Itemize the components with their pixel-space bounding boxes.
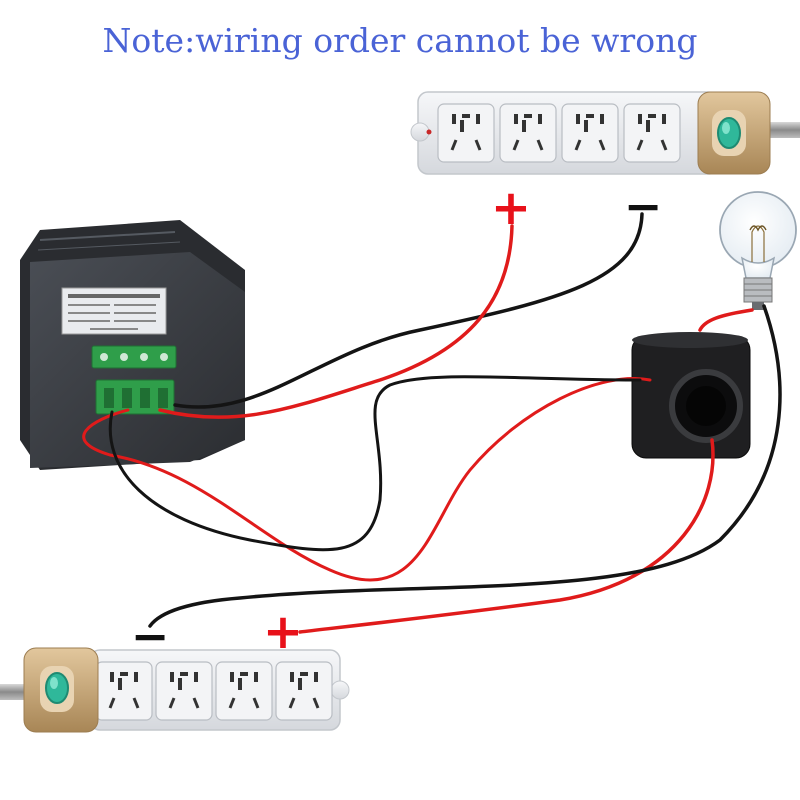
bottom-power-strip [0, 647, 350, 733]
top-power-strip [410, 91, 800, 175]
top-strip-switch [717, 117, 741, 149]
light-bulb [719, 191, 797, 310]
wires [82, 212, 782, 634]
top-strip-hook [410, 122, 430, 142]
wire-neutral-bottom [148, 304, 782, 628]
wire-live-top [158, 224, 514, 420]
current-transformer [631, 332, 751, 459]
meter-terminal-block [91, 345, 177, 369]
meter-terminal-block-lower [95, 379, 175, 415]
bottom-strip-hook [330, 680, 350, 700]
bottom-minus-sign: − [131, 609, 170, 663]
wire-ct-red [82, 377, 652, 582]
wire-neutral-top [173, 212, 644, 409]
bottom-strip-cord [0, 684, 30, 700]
note-title: Note:wiring order cannot be wrong [103, 21, 698, 60]
top-strip-cord [765, 122, 800, 138]
panel-meter [20, 220, 245, 470]
top-strip-indicator [426, 129, 432, 135]
top-plus-sign: + [491, 180, 531, 236]
bottom-plus-sign: + [263, 604, 303, 660]
wire-ct-black [108, 375, 642, 552]
top-minus-sign: − [624, 179, 663, 233]
bottom-strip-switch [45, 672, 69, 704]
wire-live-bulb [698, 308, 754, 332]
wire-live-bottom [298, 438, 715, 634]
